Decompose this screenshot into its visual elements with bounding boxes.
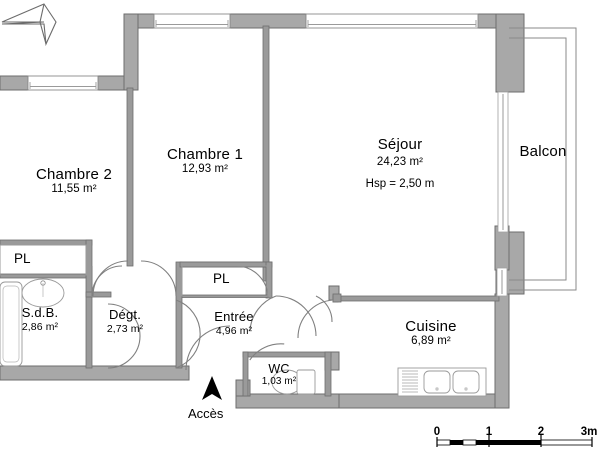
toilet-tank-fixture (296, 369, 316, 395)
scale-tick-2: 2 (537, 426, 545, 438)
wall-vert-chambre2-chambre1 (123, 13, 139, 91)
door-wc (249, 343, 285, 361)
partition-sdb-right (85, 239, 93, 369)
scale-tick-3: 3m (580, 426, 598, 438)
window-balcony-door (497, 91, 509, 233)
wall-cuisine-right (494, 293, 510, 409)
partition-chambre2-bottom (0, 239, 93, 246)
partition-sejour-bottom (332, 293, 342, 303)
kitchen-sink-basin-right (452, 370, 480, 394)
door-entry (185, 325, 231, 371)
door-entree-a (275, 295, 317, 337)
wall-bottom-wc (235, 393, 340, 409)
scale-bar (436, 434, 593, 447)
scale-tick-1: 1 (485, 426, 493, 438)
door-sdb (107, 303, 141, 369)
partition-chambre2-chambre1 (126, 87, 134, 267)
door-degt-left (92, 260, 129, 297)
fixtures-group (0, 278, 487, 397)
partition-entree-cuisine (334, 295, 500, 302)
wall-bottom-left (0, 365, 190, 381)
scale-bar-labels: 0 1 2 3m (430, 426, 598, 448)
bathtub-fixture (0, 281, 23, 367)
balcony-outline (509, 27, 577, 291)
partition-pl-entree-right (265, 261, 273, 299)
wall-right-upper (495, 13, 525, 93)
compass-north-icon (1, 3, 57, 47)
access-label: Accès (188, 406, 224, 421)
window-chambre2 (27, 75, 99, 91)
closet-entree-outline (181, 265, 269, 297)
doors-group (91, 260, 334, 371)
partition-pl-sdb-bottom (0, 273, 87, 279)
wall-left-lower (97, 75, 127, 91)
access-arrow-icon (202, 376, 222, 400)
window-sejour (305, 13, 479, 29)
closet-label-entree: PL (213, 271, 230, 286)
partition-chambre1-sejour (262, 25, 270, 282)
door-cuisine (297, 299, 334, 339)
wall-left-upper (0, 75, 29, 91)
window-cuisine (496, 267, 508, 297)
closet-label-sdb: PL (14, 251, 31, 266)
kitchen-sink-basin-left (423, 370, 451, 394)
scale-tick-0: 0 (433, 426, 441, 438)
partition-wc-right (324, 351, 332, 397)
closet-sdb-outline (0, 244, 87, 276)
partition-wc-left (242, 351, 249, 397)
wall-cuisine-right-upper (494, 225, 510, 271)
windows-group (27, 13, 509, 297)
kitchen-hob-fixture (402, 370, 418, 393)
closet-outlines (0, 244, 269, 297)
door-entree-c (249, 295, 277, 331)
partition-sdb-jamb (85, 291, 112, 298)
door-entree-b (315, 295, 333, 323)
partition-degt-entree (175, 261, 183, 369)
window-chambre1 (153, 13, 231, 29)
door-degt-right (140, 260, 177, 297)
